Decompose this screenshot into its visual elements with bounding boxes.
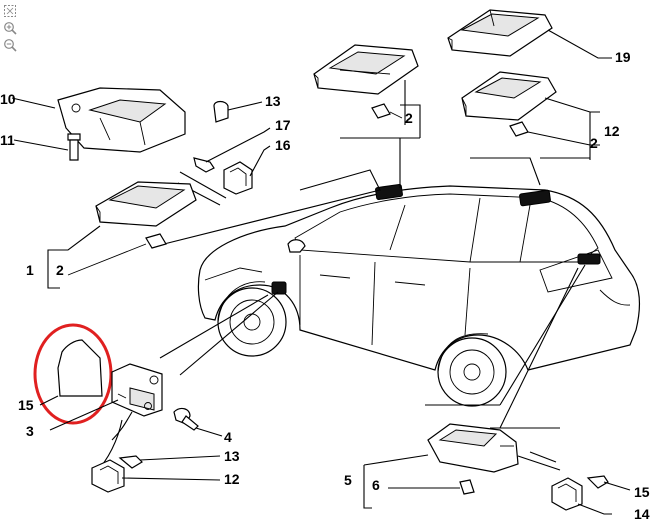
callout-7[interactable]: 10 [0,91,16,107]
callout-1[interactable]: 1 [26,262,34,278]
callout-3[interactable]: 3 [26,423,34,439]
callout-15[interactable]: 15 [634,484,650,500]
fit-screen-icon[interactable] [3,3,17,17]
callout-10[interactable]: 13 [265,93,281,109]
callout-13[interactable]: 13 [224,448,240,464]
callout-labels: 10 11 13 17 16 19 2 12 2 1 2 15 3 4 13 1… [0,49,650,522]
leader-lines [159,137,590,429]
callout-2-right[interactable]: 2 [590,135,598,151]
callout-11[interactable]: 15 [18,397,34,413]
zoom-out-icon[interactable] [3,37,17,52]
bulb-parts [67,103,591,276]
callout-14[interactable]: 14 [634,506,650,522]
callout-8[interactable]: 11 [0,132,15,148]
callout-6[interactable]: 6 [372,477,380,493]
part-5-lamp [363,423,561,509]
part-19-lamp [313,44,421,138]
callout-9[interactable]: 12 [604,123,620,139]
callout-2-top[interactable]: 2 [405,110,413,126]
callout-16[interactable]: 16 [275,137,291,153]
callout-5[interactable]: 5 [344,472,352,488]
part-14-15 [551,475,631,515]
callout-2-left[interactable]: 2 [56,262,64,278]
part-9-lamp [461,71,600,160]
part-12-13 [91,455,221,493]
part-7-housing [11,87,186,161]
part-10-16-17 [177,100,271,206]
part-4-screw [173,407,223,437]
callout-17[interactable]: 17 [275,117,291,133]
part-18-lamp [447,9,612,59]
zoom-toolbar [3,3,19,52]
callout-4[interactable]: 4 [224,429,232,445]
part-3-switch [49,363,163,473]
part-1-lamp [47,181,197,289]
callout-18[interactable]: 19 [615,49,631,65]
zoom-in-icon[interactable] [3,20,17,35]
part-11-lens [33,323,113,425]
callout-12[interactable]: 12 [224,471,240,487]
highlight-circle [33,323,113,425]
car-illustration [197,184,640,407]
